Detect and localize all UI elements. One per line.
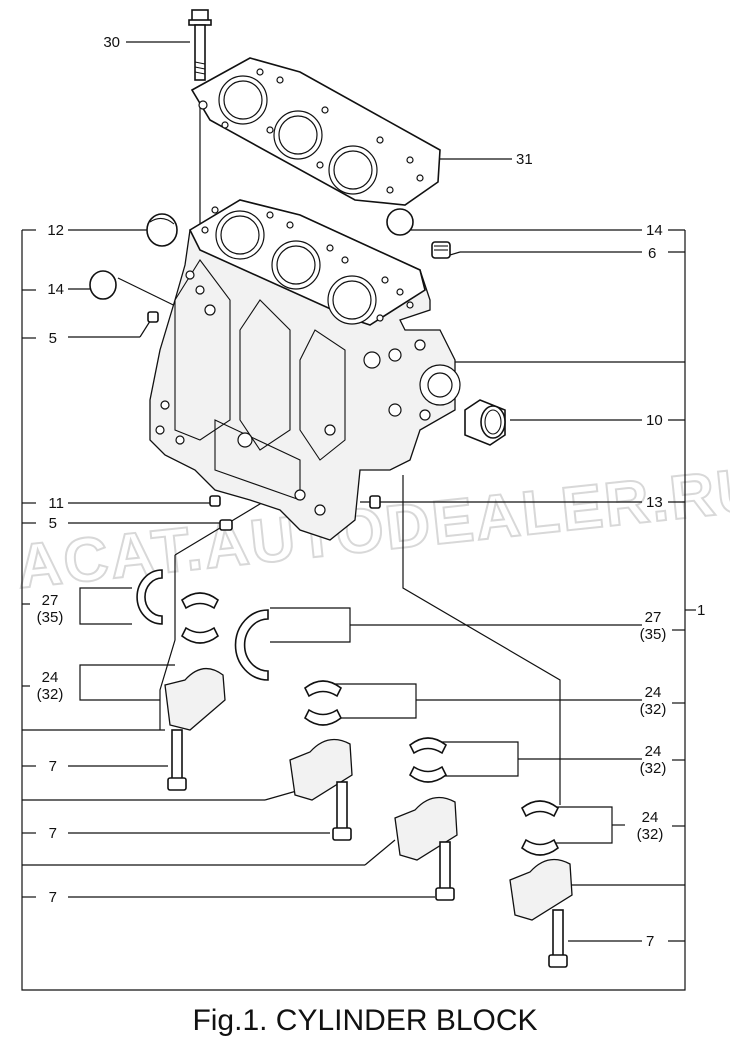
callout-24-right-c: 24 [642,809,659,826]
callout-24-left: 24 [42,669,59,686]
callout-27-left: 27 [42,592,59,609]
bearing-cap-parts [164,668,573,921]
callout-7-c: 7 [49,889,57,906]
callout-10: 10 [646,412,663,429]
figure-caption: Fig.1. CYLINDER BLOCK [192,1004,538,1037]
callout-32-right-b: (32) [640,760,667,777]
callout-32-right-a: (32) [640,701,667,718]
cylinder-block-part [149,199,461,541]
callout-30: 30 [103,34,120,51]
callout-13: 13 [646,494,663,511]
bearing-shell-parts [180,592,560,856]
leader-lines [21,41,696,991]
callout-31: 31 [516,151,533,168]
callout-35-right: (35) [640,626,667,643]
head-bolt-part [188,9,212,81]
callout-6: 6 [648,245,656,262]
callout-12: 12 [47,222,64,239]
callout-32-left: (32) [37,686,64,703]
callout-27-right: 27 [645,609,662,626]
callout-14-right: 14 [646,222,663,239]
callout-11: 11 [48,495,64,512]
callout-7-b: 7 [49,825,57,842]
callout-7-a: 7 [49,758,57,775]
watermark-text: ACAT.AUTODEALER.RU [13,455,730,602]
callout-5-lower: 5 [49,515,57,532]
head-gasket-part [190,57,441,206]
callout-32-right-c: (32) [637,826,664,843]
callout-24-right-b: 24 [645,743,662,760]
callout-7-d: 7 [646,933,654,950]
callout-24-right-a: 24 [645,684,662,701]
cap-bolt-parts [167,729,568,968]
callout-14-left: 14 [47,281,64,298]
callout-1: 1 [697,602,705,619]
callout-35-left: (35) [37,609,64,626]
bushing-part [464,399,506,446]
callout-labels: 30 31 12 14 5 14 6 10 11 5 13 1 27 (35) … [37,34,706,950]
thrust-washer-parts [136,569,269,681]
callout-5-upper: 5 [49,330,57,347]
plug-parts [89,208,451,323]
